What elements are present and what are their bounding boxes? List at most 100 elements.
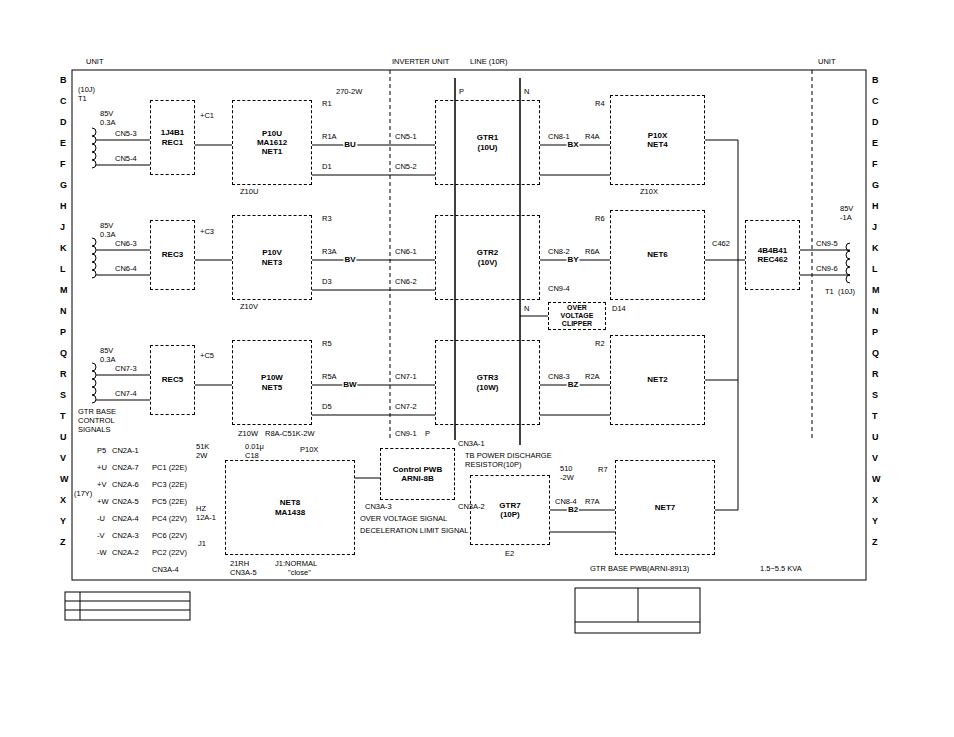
grid-reference: S [872,391,878,400]
grid-reference: J [60,223,65,232]
part-label: INVERTER UNIT [392,58,449,66]
emitter-wire [540,175,610,176]
part-label: E2 [505,550,514,558]
signal-label: BZ [567,381,580,389]
part-label: GTR BASE PWB(ARNI-8913) [590,565,689,573]
node-text: Control PWB [393,465,442,474]
wire-line [355,478,380,479]
part-label: CONTROL [78,417,115,425]
part-label: CN2A-5 [112,498,139,506]
node-text: REC3 [162,250,183,259]
signal-label: BW [342,381,357,389]
unit-separator [812,70,813,440]
grid-reference: C [872,97,879,106]
part-label: CN8-1 [548,133,570,141]
part-label: HZ [196,505,206,513]
grid-reference: W [60,475,69,484]
node-text: (10P) [500,510,520,519]
part-label: 0.3A [100,119,115,127]
part-label: -2W [560,474,574,482]
wire [96,165,150,166]
node-text: REC1 [162,138,183,147]
part-label: 12A-1 [196,514,216,522]
table-line [65,601,190,602]
grid-reference: X [60,496,66,505]
part-label: J1:NORMAL [275,560,317,568]
wire [96,140,150,141]
grid-reference: P [60,328,66,337]
transistor-module: GTR3(10W) [435,340,540,425]
signal-label: BU [343,141,357,149]
grid-reference: W [872,475,881,484]
grid-reference: C [60,97,67,106]
node-text: P10W [261,373,283,382]
grid-reference: L [872,265,878,274]
driver-module: P10UMA1612NET1 [232,100,312,185]
driver-module: P10VNET3 [232,215,312,300]
part-label: R3A [322,248,337,256]
part-label: TB POWER DISCHARGE [465,452,552,460]
part-label: 85V [100,222,113,230]
clipper-box: OVER VOLTAGE CLIPPER [548,302,606,330]
wire [800,250,850,251]
grid-reference: B [60,76,67,85]
part-label: CN2A-7 [112,464,139,472]
part-label: CN3A-2 [458,503,485,511]
node-text: REC5 [162,375,183,384]
node-text: NET6 [647,250,667,259]
part-label: -V [97,532,105,540]
connector-wire [355,478,380,479]
node-text: NET4 [647,140,667,149]
wire-line [195,385,232,386]
grid-reference: F [60,160,66,169]
emitter-wire [312,175,435,176]
part-label: C18 [245,452,259,460]
node-text: (10W) [477,383,499,392]
part-label: CN5-3 [115,130,137,138]
node-text: NET1 [262,147,282,156]
part-label: P [425,430,430,438]
wire [705,380,738,381]
part-label: R1A [322,133,337,141]
part-label: CN6-1 [395,248,417,256]
connector-wire [312,145,435,146]
part-label: (10J) [78,86,95,94]
grid-reference: S [60,391,66,400]
rectifier-box: 1J4B1REC1 [150,100,195,175]
grid-reference: P [872,328,878,337]
part-label: 270-2W [336,88,362,96]
part-label: CN2A-6 [112,481,139,489]
table-line [638,588,639,622]
connector-wire [705,260,745,261]
connector-wire [195,385,232,386]
node-text: MA1612 [257,138,287,147]
wire [520,316,548,317]
grid-reference: J [872,223,877,232]
wire-line [312,385,435,386]
part-label: PC3 (22E) [152,481,187,489]
frame-border [72,70,866,580]
connector-wire [195,145,232,146]
part-label: -U [97,515,105,523]
part-label: 2W [196,452,207,460]
part-label: Z10V [240,303,258,311]
connector-wire [550,510,615,511]
emitter-wire [312,290,435,291]
node-text: GTR7 [499,501,520,510]
part-label: C462 [712,240,730,248]
grid-reference: T [60,412,66,421]
grid-reference: B [872,76,879,85]
grid-reference: H [60,202,67,211]
part-label: P [459,88,464,96]
driver-module: NET7 [615,460,715,555]
grid-reference: V [872,454,878,463]
wire-line [550,510,615,511]
part-label: 0.3A [100,356,115,364]
node-text: (10U) [477,143,497,152]
node-text: MA1438 [275,508,305,517]
grid-reference: Y [60,517,66,526]
title-table [575,588,700,633]
grid-reference: F [872,160,878,169]
part-label: R5 [322,340,332,348]
